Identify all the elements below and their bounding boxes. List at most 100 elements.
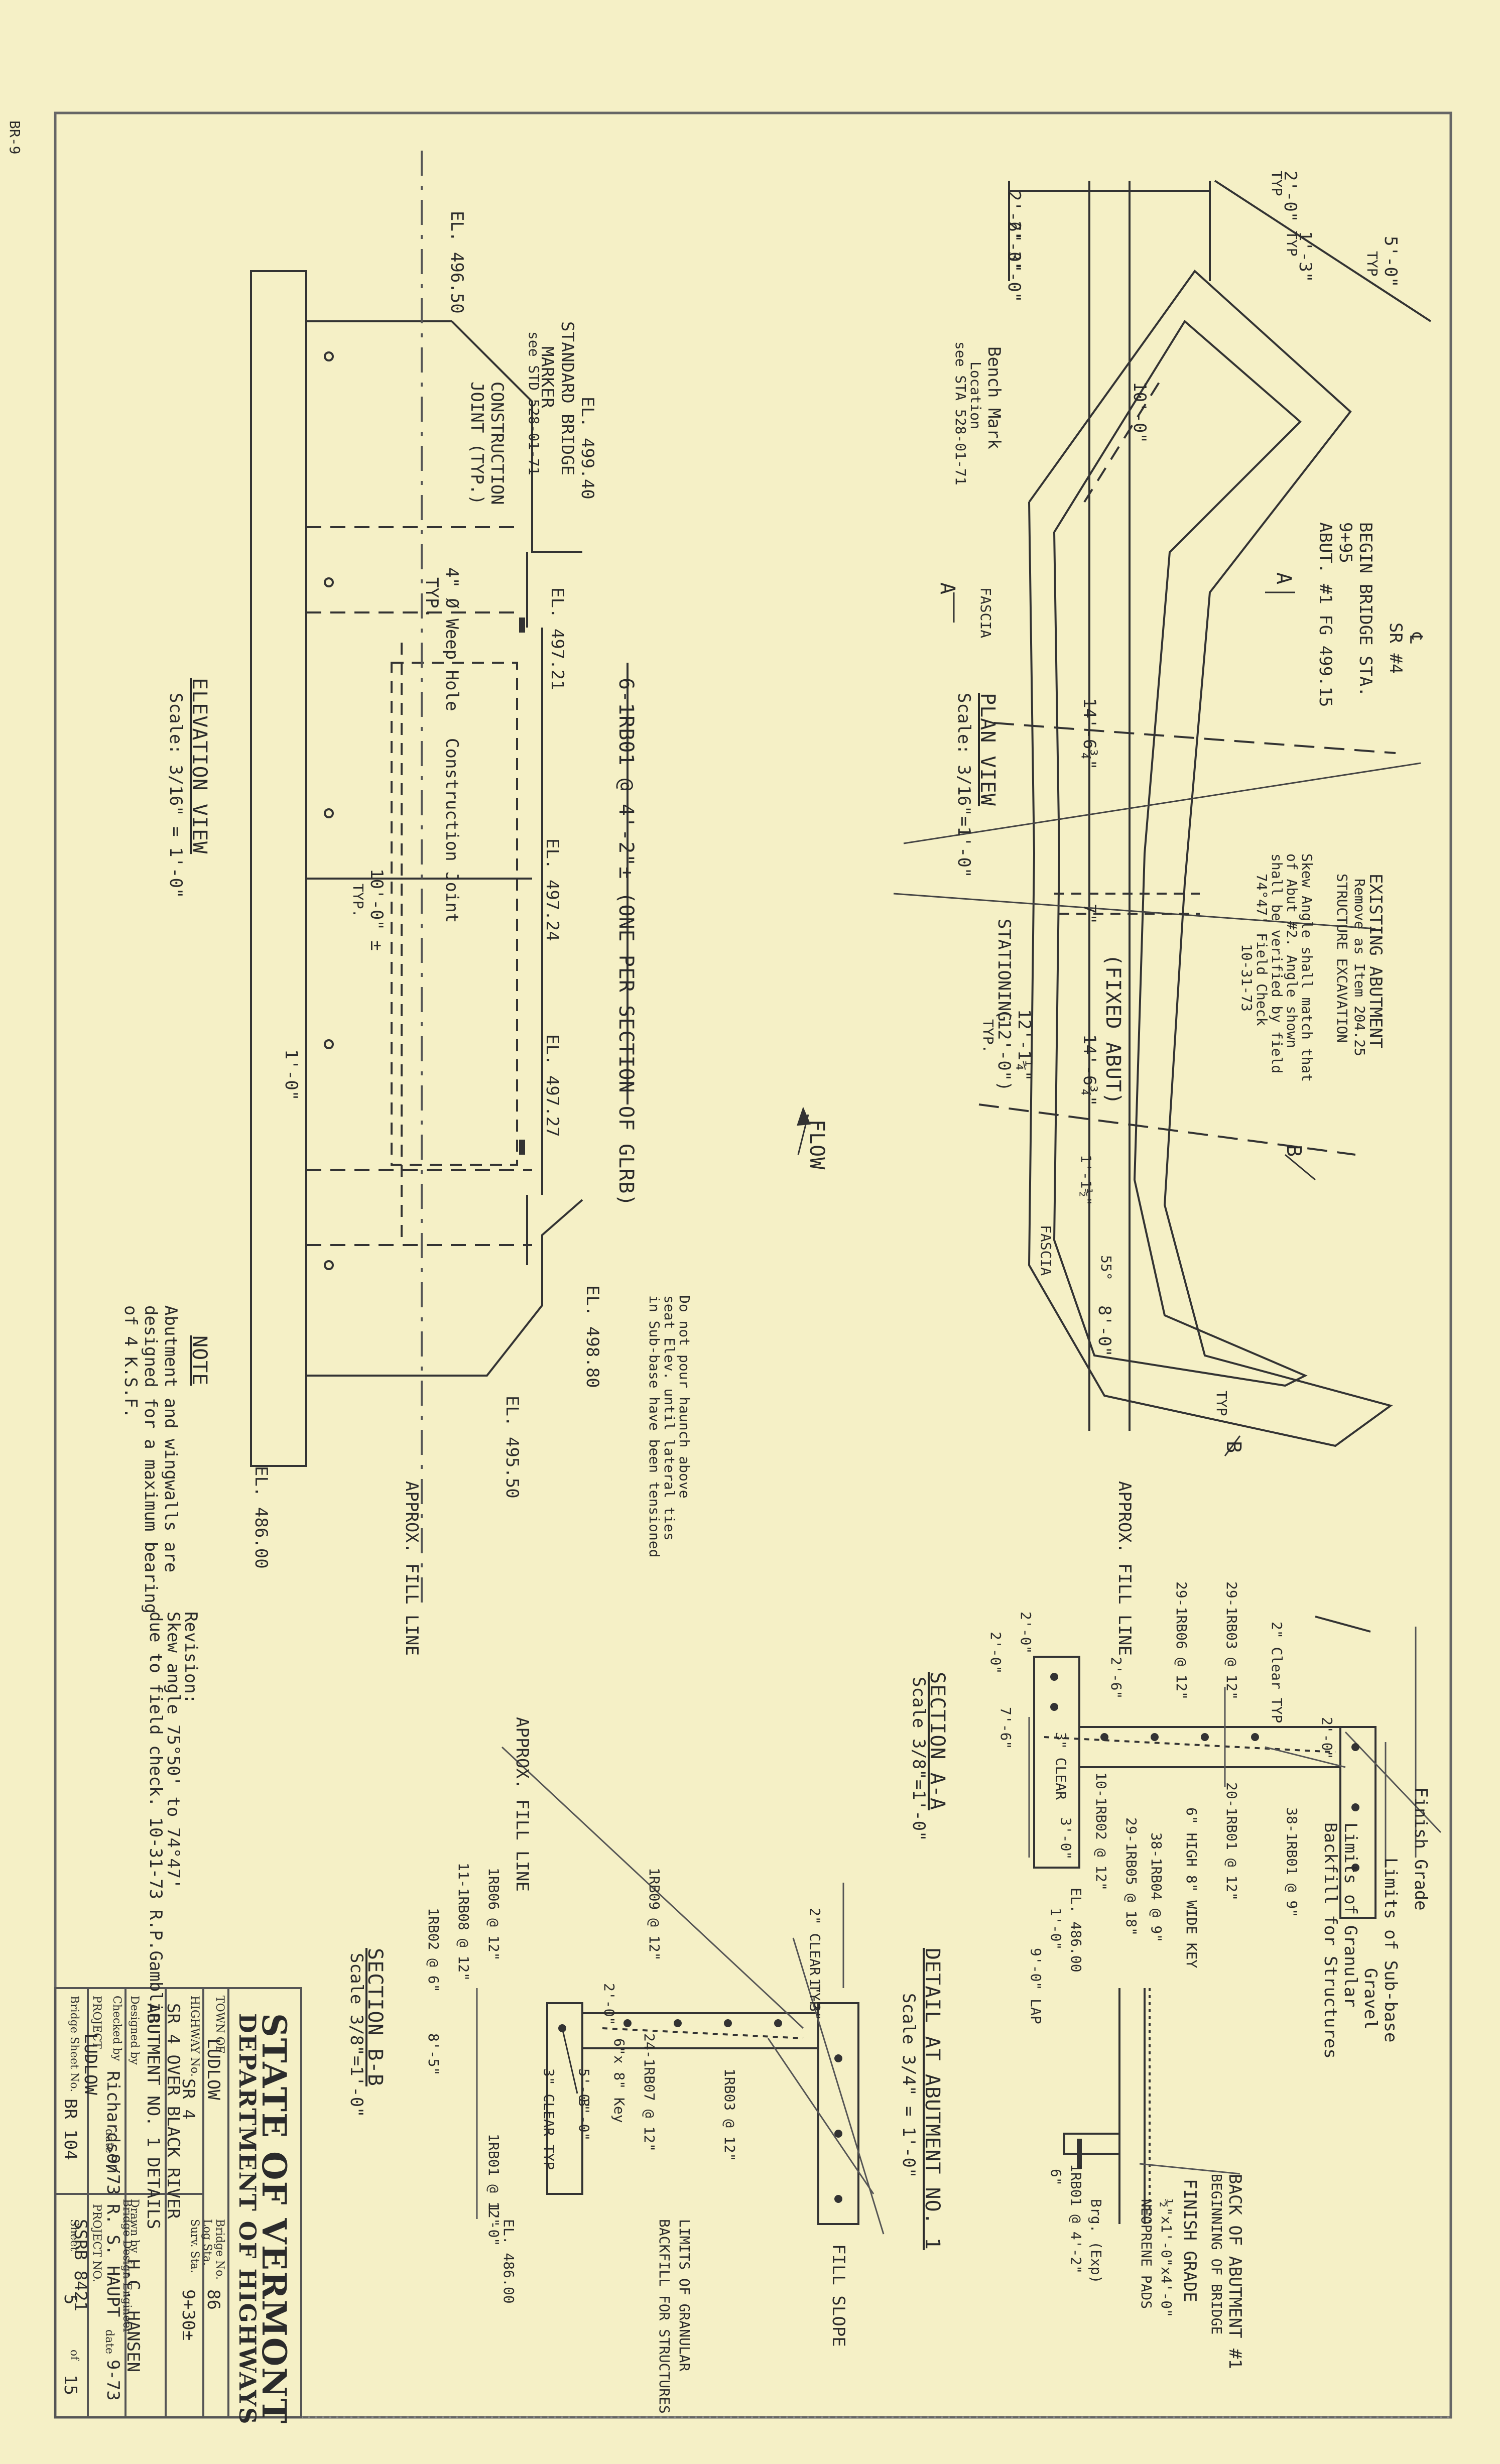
plan-dim-12b: (12'-0")	[994, 1009, 1014, 1091]
el-top: EL. 499.40	[577, 397, 597, 500]
elev-approx-fill: APPROX. FILL LINE	[402, 1481, 422, 1656]
aa-gravel: Gravel	[1360, 1968, 1381, 2030]
begin-bridge-1: BEGIN BRIDGE STA.	[1355, 522, 1376, 697]
revision-3: due to field check. 10-31-73 R.P.Gamblin	[146, 1612, 166, 2023]
bb-bar-1: 1RB09 @ 12"	[646, 1868, 663, 1961]
aa-bar-8: 29-1RB05 @ 18"	[1123, 1817, 1140, 1936]
section-aa-title: SECTION A-A	[926, 1672, 949, 1810]
pour-note-2: seat Elev. until lateral ties	[661, 1295, 678, 1541]
tb-highway-label: HIGHWAY No.	[188, 1996, 201, 2077]
fascia-right: FASCIA	[1038, 1225, 1054, 1276]
elevation-view-linework	[250, 151, 629, 1607]
bb-approx-fill: APPROX. FILL LINE	[512, 1717, 532, 1892]
aa-limits-sub-base: Limits of Sub-base	[1381, 1858, 1401, 2043]
plan-view-linework	[797, 180, 1432, 1456]
tb-desc-1: SR 4 OVER BLACK RIVER	[163, 2003, 183, 2219]
detail-scale: Scale 3/4" = 1'-0"	[899, 1993, 919, 2178]
tb-date-1: 9/73	[103, 2154, 123, 2195]
aa-bar-3: 29-1RB06 @ 12"	[1173, 1581, 1190, 1700]
plan-dim-8: 8'-0"	[1094, 1305, 1114, 1357]
elev-dim-10: 10'-0" ±	[366, 869, 387, 951]
tb-of: 15	[60, 2375, 80, 2395]
plan-typ: TYP	[1213, 1391, 1230, 1416]
el-49724: EL. 497.24	[542, 838, 562, 941]
plan-view-scale: Scale: 3/16"=1'-0"	[954, 693, 974, 878]
plan-dim-5ft-typ: TYP	[1364, 251, 1381, 277]
plan-dim-7: 7"	[1079, 904, 1099, 924]
aa-bar-2: 29-1RB03 @ 12"	[1223, 1581, 1240, 1700]
tb-town: LUDLOW	[203, 2038, 223, 2100]
tb-dept: DEPARTMENT OF HIGHWAYS	[234, 2013, 261, 2425]
aa-dim-7: 9'-0" LAP	[1028, 1948, 1044, 2024]
tb-date-2: 9-73	[103, 2360, 123, 2401]
tb-date-label-1: date	[103, 2129, 115, 2154]
skew-note-4: 74°47' Field Check	[1254, 874, 1270, 1026]
existing-abutment-1: EXISTING ABUTMENT	[1365, 874, 1386, 1048]
tb-sheet: 5	[60, 2294, 80, 2305]
section-bb-linework	[476, 1746, 885, 2235]
bb-fill-slope: FILL SLOPE	[828, 2244, 848, 2347]
tb-project-no-label: PROJECT NO.	[90, 2204, 103, 2282]
plan-section-b-right: B	[1282, 1145, 1305, 1158]
detail-dim-6: 6"	[1048, 2169, 1064, 2186]
flow-label: FLOW	[805, 1120, 828, 1170]
section-aa-linework	[1028, 1616, 1442, 1919]
section-bb-scale: Scale 3/8"=1'-0"	[346, 1953, 366, 2118]
bb-el: EL. 486.00	[501, 2219, 517, 2304]
tb-sheet-no-label: Bridge Sheet No.	[68, 1996, 80, 2092]
bb-bar-5: 1RB02 @ 6"	[425, 1908, 442, 1993]
weep-hole-2: TYP.	[422, 577, 442, 619]
existing-abutment-3: STRUCTURE EXCAVATION	[1334, 874, 1350, 1043]
aa-dim-6: 7'-6"	[997, 1707, 1014, 1750]
aa-dim-1: 2'-6"	[1108, 1657, 1124, 1699]
el-49880: EL. 498.80	[582, 1285, 602, 1388]
revision-1: Revision:	[181, 1612, 201, 1704]
tb-log-sta-label: Log Sta.	[201, 2219, 213, 2266]
el-49550: EL. 495.50	[502, 1396, 522, 1499]
bb-dim-1: 2'-0"	[601, 1983, 617, 2026]
tb-designed-label: Designed by	[128, 1996, 141, 2065]
plan-dim-14-left: 14'-6¾"	[1079, 698, 1099, 770]
detail-pads-2: NEOPRENE PADS	[1138, 2199, 1155, 2309]
bb-bar-6: 24-1RB07 @ 12"	[641, 2033, 658, 2152]
elevation-view-title: ELEVATION VIEW	[188, 678, 211, 854]
tb-engineer: R. S. HAUPT	[103, 2204, 123, 2317]
detail-bars: 1RB01 @ 4'-2"	[1068, 2164, 1084, 2274]
bb-backfill: BACKFILL FOR STRUCTURES	[656, 2219, 673, 2414]
aa-clear: 3" CLEAR	[1053, 1732, 1069, 1800]
standard-bridge: STANDARD BRIDGE	[557, 321, 577, 476]
aa-limits-granular: Limits of Granular	[1340, 1822, 1360, 2008]
tb-bridge-no-label: Bridge No.	[213, 2219, 226, 2280]
stationing-label: STATIONING	[994, 919, 1014, 1022]
plan-dim-112: 1'-1½"	[1078, 1155, 1094, 1206]
detail-linework	[1063, 1988, 1240, 2224]
aa-bar-1: 2" Clear TYP	[1269, 1622, 1285, 1723]
bb-dim-5: 1'-0"	[485, 2204, 502, 2247]
plan-dim-5ft: 5'-0"	[1381, 236, 1401, 288]
el-49650: EL. 496.50	[447, 211, 467, 314]
skew-note-3: shall be verified by field	[1269, 853, 1285, 1074]
section-bb-title: SECTION B-B	[363, 1948, 387, 2086]
detail-title: DETAIL AT ABUTMENT NO. 1	[921, 1948, 944, 2250]
centerline-symbol: ℄	[1406, 633, 1426, 644]
corner-mark: BR-9	[7, 120, 23, 155]
bb-bar-3: 1RB06 @ 12"	[485, 1868, 502, 1961]
bb-dim-3: 3'-0"	[576, 2099, 592, 2141]
plan-section-a-right: A	[1272, 572, 1295, 585]
note-line-1: Abutment and wingwalls are	[161, 1305, 181, 1573]
plan-section-a-left: A	[936, 582, 959, 595]
tb-date-label-2: date	[103, 2329, 115, 2355]
construction-joint-label: Construction Joint	[442, 738, 462, 923]
bb-bar-4: 11-1RB08 @ 12"	[455, 1863, 472, 1982]
detail-pads-1: ½"x1'-0"x4'-0"	[1158, 2199, 1175, 2318]
aa-bar-5: 10-1RB02 @ 12"	[1093, 1772, 1109, 1891]
elev-dim-10-typ: TYP.	[350, 884, 366, 918]
tb-surv-sta: 9+30±	[178, 2289, 198, 2341]
pour-note-1: Do not pour haunch above	[676, 1295, 693, 1499]
fixed-abut-label: (FIXED ABUT)	[1101, 954, 1124, 1105]
note-line-2: designed for a maximum bearing	[141, 1305, 161, 1614]
skew-note-2: of Abut #2. Angle shown	[1284, 853, 1300, 1048]
plan-dim-top-3: 3'-0"	[1004, 251, 1024, 303]
